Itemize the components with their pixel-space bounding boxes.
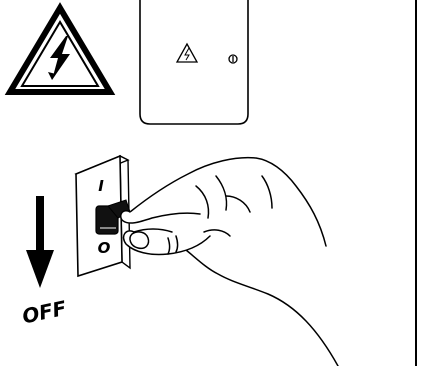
high-voltage-warning-icon xyxy=(10,8,110,92)
off-instruction-label: OFF xyxy=(20,296,69,329)
arrow-down-icon xyxy=(26,196,54,288)
electrical-panel xyxy=(140,0,248,124)
hand-illustration xyxy=(121,158,338,366)
switch-off-label: O xyxy=(98,239,111,257)
switch-on-label: I xyxy=(98,177,104,195)
